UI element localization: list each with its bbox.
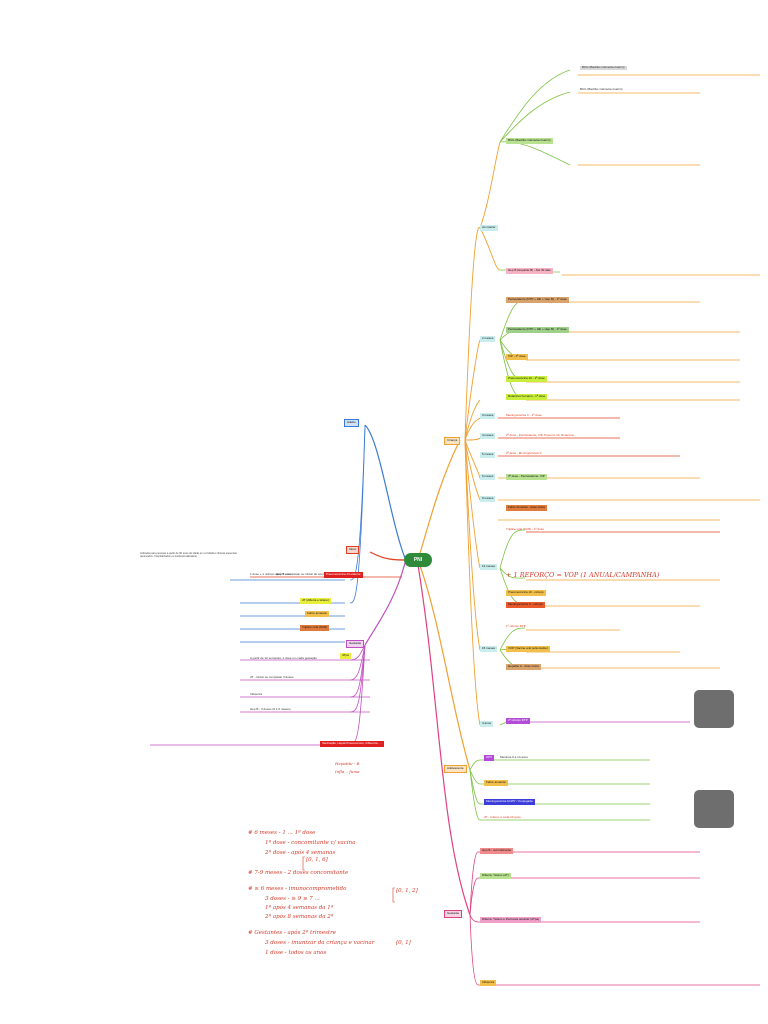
adulto-scr[interactable]: Tríplice viral (SCR): [300, 625, 330, 631]
branch-idoso[interactable]: Idoso: [346, 546, 360, 554]
adol-hpv-note: Meninas 9 a 14 anos: [500, 755, 528, 759]
gestante-n3: Influenza: [250, 692, 263, 696]
adulto-dt[interactable]: dT (difteria e tétano): [300, 598, 331, 604]
branch-adolescente[interactable]: Adolescente: [444, 765, 467, 773]
adulto-febre[interactable]: Febre amarela: [305, 611, 329, 617]
gestante-n2: dT - iniciar ou completar 3 doses: [250, 675, 294, 679]
idoso-pneumo: 1 dose + 1 reforço após 5 anos: [250, 572, 292, 576]
hand-title-1: Hepatite - B: [335, 761, 360, 766]
hand-line-7: 1ª após 4 semanas da 1ª: [265, 905, 334, 911]
age-6-meses[interactable]: 6 meses: [480, 474, 496, 480]
gestante-dtpa[interactable]: dTpa: [340, 653, 351, 659]
branch-adulto[interactable]: Adulto: [344, 419, 359, 427]
vaccine-pneumo10[interactable]: Pneumocócica 10 - 1ª dose: [506, 376, 547, 382]
vaccine-scr: Tríplice viral (SCR) - 1ª dose: [506, 527, 545, 531]
age-2-meses[interactable]: 2 meses: [480, 336, 496, 342]
hand-line-6: 3 doses - ≥ 9 ≥ 7 ...: [265, 896, 320, 902]
image-placeholder-2: [694, 790, 734, 828]
image-placeholder-1: [694, 690, 734, 728]
vaccine-rotavirus[interactable]: Rotavírus humano - 1ª dose: [506, 394, 548, 400]
big-reforco-note: + 1 REFORÇO = VOP (1 ANUAL/CAMPANHA): [506, 571, 660, 579]
vaccine-pneumo-reforco[interactable]: Pneumocócica 10 - reforço: [506, 590, 546, 596]
idoso-note: Indicada para pessoas a partir de 60 ano…: [140, 552, 237, 559]
age-15-meses[interactable]: 15 meses: [480, 646, 498, 652]
branch-line-adulto: [364, 424, 406, 559]
hand-line-9: # Gestantes - após 2ª trimestre: [248, 930, 337, 936]
hand-line-10: 3 doses - imunizar da criança e vacinar: [265, 940, 375, 946]
hand-line-3: 2ª dose - após 4 semanas: [265, 850, 336, 856]
hand-line-4: # 7-9 meses - 2 doses concomitante: [248, 870, 349, 876]
note-bcg-2: BCG (Bacillus Calmette-Guérin): [580, 87, 623, 91]
gestante-n4: Hep B - 3 doses (0,1,6 meses): [250, 707, 291, 711]
center-node[interactable]: PNI: [404, 553, 432, 567]
vaccine-pentavalente[interactable]: Pentavalente (DTP + Hib + Hep B) - 1ª do…: [506, 297, 569, 303]
age-3-meses[interactable]: 3 meses: [480, 413, 496, 419]
vaccine-hepa[interactable]: Hepatite A - dose única: [506, 664, 541, 670]
vaccine-febre-amarela[interactable]: Febre Amarela - dose única: [506, 505, 547, 511]
branch-crianca[interactable]: Criança: [444, 437, 461, 445]
idoso-vac[interactable]: Pneumocócica 23-valente: [324, 572, 363, 578]
vaccine-4m: 2ª dose - Pentavalente, VIP, Pneumo 10, …: [506, 433, 574, 437]
branch-line-crianca: [417, 439, 461, 561]
gestante-n1: A partir de 12 semanas, 1 dose em cada g…: [250, 656, 317, 660]
age-4-anos[interactable]: 4 anos: [480, 721, 494, 727]
hand-line-11: 1 dose - todos os anos: [265, 950, 327, 956]
branch-line-gestante2: [417, 564, 471, 916]
vaccine-penta-2[interactable]: Pentavalente (DTP + Hib + Hep B) - 1ª do…: [506, 327, 569, 333]
hand-bracket-1: [0, 1, 6]: [306, 857, 328, 863]
vaccine-menc-reforco[interactable]: Meningocócica C - reforço: [506, 602, 546, 608]
hand-title-2: Infla... fuma: [335, 769, 360, 774]
vaccine-vop[interactable]: VOP (Vacina oral poliomielite): [506, 646, 550, 652]
age-4-meses[interactable]: 4 meses: [480, 433, 496, 439]
gest-dt[interactable]: Difteria, Tétano (dT): [480, 873, 511, 879]
hand-line-2: 1ª dose - concomitante c/ vacina: [265, 840, 356, 846]
note-bcg-1: BCG (Bacillus Calmette-Guérin): [580, 65, 627, 70]
branch-line-adolescente: [417, 559, 471, 771]
age-5-meses[interactable]: 5 meses: [480, 452, 496, 458]
vaccine-bcg[interactable]: BCG (Bacillus Calmette-Guérin): [506, 138, 553, 144]
hand-bracket-2: [0, 1, 2]: [396, 888, 418, 894]
branch-gestante-right[interactable]: Gestante: [444, 910, 463, 918]
adol-dt: dT - reforço a cada 10 anos: [484, 815, 521, 819]
gest-dtpa[interactable]: Difteria, Tétano e Pertussis acelular (d…: [480, 917, 542, 923]
hand-line-8: 2ª após 8 semanas da 2ª: [265, 914, 334, 920]
gest-influenza[interactable]: Influenza: [480, 980, 497, 986]
vaccine-menc: Meningocócica C - 1ª dose: [506, 413, 542, 417]
hand-bracket-3: [0, 1]: [396, 940, 411, 946]
hand-line-1: # 6 meses - 1 ... 1ª dose: [248, 830, 316, 836]
vaccine-6m[interactable]: 3ª dose - Pentavalente, VIP: [506, 474, 547, 480]
adol-febre[interactable]: Febre amarela: [484, 780, 508, 786]
adol-hpv[interactable]: HPV: [484, 755, 495, 761]
gestante-vac[interactable]: Vacinação, Hepat Pneumococo, Influenza, …: [320, 741, 384, 747]
age-12-meses[interactable]: 12 meses: [480, 564, 498, 570]
hand-line-5: # ≥ 6 meses - imunocomprometido: [248, 886, 347, 892]
adol-menacwy[interactable]: Meningocócica ACWY / Conjugada: [484, 799, 535, 805]
age-9-meses[interactable]: 9 meses: [480, 496, 496, 502]
vaccine-5m: 2ª dose - Meningocócica C: [506, 451, 542, 455]
vaccine-4anos[interactable]: 2º reforço DTP: [506, 718, 530, 724]
branch-line-idoso: [369, 551, 406, 561]
branch-line-gestante: [364, 562, 406, 646]
vaccine-dtp: 1º reforço DTP: [506, 624, 526, 628]
vaccine-hepb[interactable]: Hep B (Hepatite B) - Até 30 dias: [506, 268, 553, 274]
adulto-note-1: Hep B - completar ou iniciar de acordo c…: [276, 572, 359, 576]
vaccine-vip[interactable]: VIP - 1ª dose: [506, 354, 528, 360]
gest-hepb[interactable]: Hep B - recombinante: [480, 848, 514, 854]
age-ao-nascer[interactable]: Ao nascer: [480, 225, 498, 231]
branch-gestante[interactable]: Gestante: [346, 640, 365, 648]
